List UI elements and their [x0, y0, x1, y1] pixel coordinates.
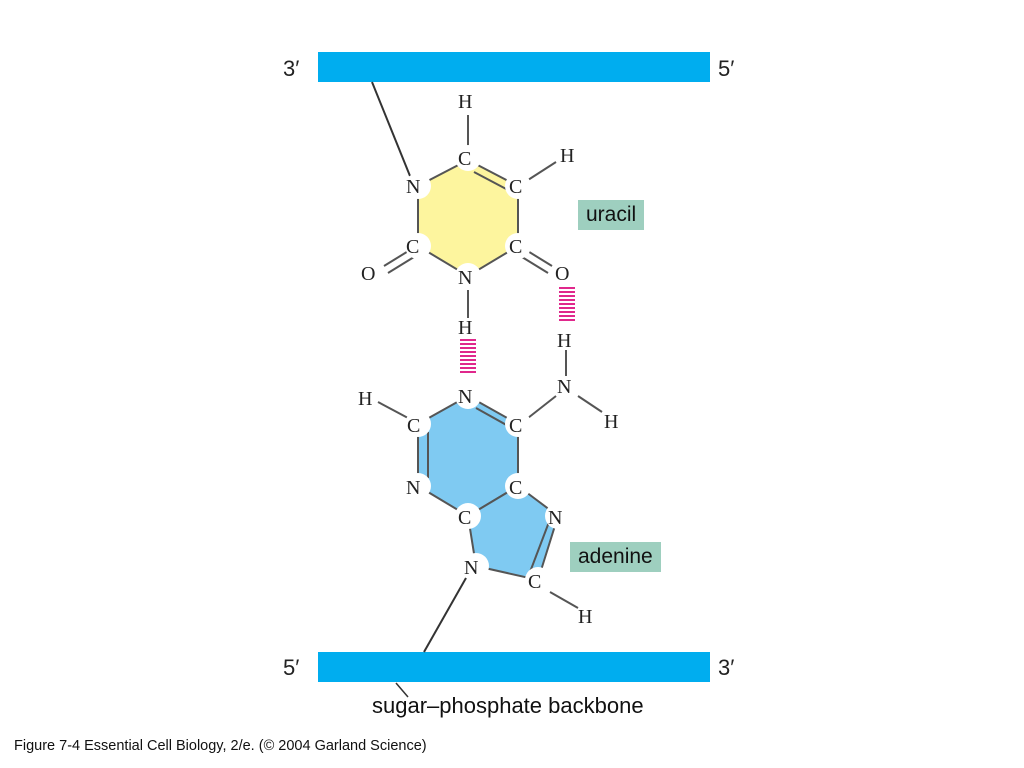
uracil-o-left: O [361, 263, 375, 285]
uracil-c1: C [458, 148, 471, 170]
adenine-h-bottom: H [578, 606, 592, 628]
uracil-c2: C [509, 176, 522, 198]
adenine-n-top: N [458, 386, 472, 408]
adenine-double-bond-3 [529, 521, 550, 573]
adenine-c-mid-right: C [509, 477, 522, 499]
uracil-c3: C [406, 236, 419, 258]
uracil-n1: N [406, 176, 420, 198]
uracil-n2: N [458, 267, 472, 289]
adenine-label: adenine [570, 542, 661, 572]
adenine-c-five-ring: C [528, 571, 541, 593]
uracil-o-right: O [555, 263, 569, 285]
top-backbone-strand [318, 52, 710, 82]
adenine-amine-bond [527, 395, 557, 419]
uracil-h-top: H [458, 91, 472, 113]
uracil-o-right-bond-a [525, 249, 553, 267]
hydrogen-bond-nh-n [460, 339, 476, 373]
backbone-caption: sugar–phosphate backbone [372, 693, 644, 718]
adenine-n-left: N [406, 477, 420, 499]
amine-h-right-bond [577, 395, 603, 413]
uracil-o-left-bond-b [387, 256, 415, 274]
adenine-n-glycosidic: N [464, 557, 478, 579]
adenine-double-bond-1 [475, 407, 511, 428]
caption-pointer [395, 682, 409, 698]
adenine-h-left-bond [377, 401, 409, 419]
uracil-double-bond [473, 171, 511, 192]
adenine-n-five-ring: N [548, 507, 562, 529]
adenine-c-bottom: C [458, 507, 471, 529]
amine-h-right: H [604, 411, 618, 433]
uracil-c4: C [509, 236, 522, 258]
adenine-h-bottom-bond [549, 591, 579, 609]
amine-n: N [557, 376, 571, 398]
uracil-ring [417, 158, 519, 278]
adenine-h-left: H [358, 388, 372, 410]
uracil-o-right-bond-b [521, 256, 549, 274]
bottom-backbone-strand [318, 652, 710, 682]
adenine-c-left: C [407, 415, 420, 437]
top-strand-left-end-label: 3′ [283, 56, 300, 81]
amine-h-top: H [557, 330, 571, 352]
uracil-h-right-bond [527, 161, 557, 181]
atom-discs [405, 145, 571, 593]
bottom-strand-right-end-label: 3′ [718, 655, 735, 680]
uracil-label: uracil [578, 200, 645, 230]
uracil-o-left-bond-a [383, 249, 411, 267]
uracil-backbone-link [371, 81, 411, 177]
hydrogen-bond-o-hn [559, 287, 575, 321]
uracil-h-bottom: H [458, 317, 472, 339]
figure-credit: Figure 7-4 Essential Cell Biology, 2/e. … [14, 738, 427, 754]
top-strand-right-end-label: 5′ [718, 56, 735, 81]
adenine-backbone-link [423, 577, 467, 653]
bottom-strand-left-end-label: 5′ [283, 655, 300, 680]
uracil-h-right: H [560, 145, 574, 167]
adenine-c-right: C [509, 415, 522, 437]
